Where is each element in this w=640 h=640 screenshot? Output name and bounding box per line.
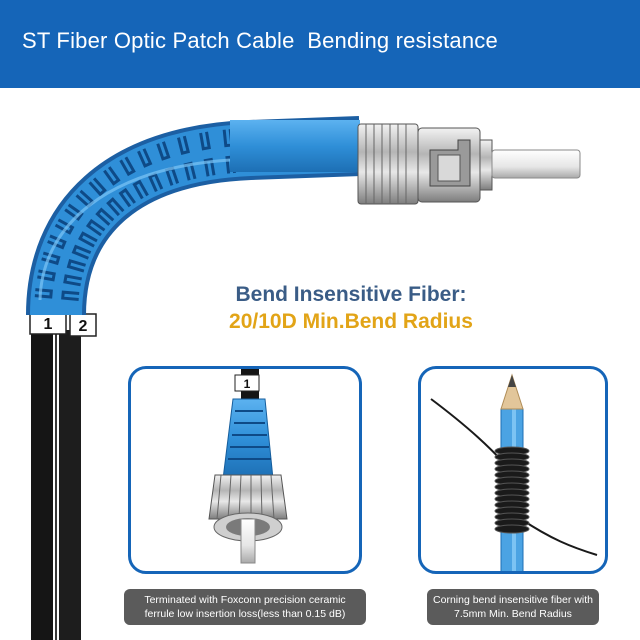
boot-rib xyxy=(71,244,92,260)
cable-label-1-text: 1 xyxy=(44,316,53,333)
connector-detail-card: 1 xyxy=(128,366,362,574)
boot-rib xyxy=(119,156,136,177)
boot-rib xyxy=(177,135,191,155)
cable-label-2-text: 2 xyxy=(79,318,88,335)
boot-rib xyxy=(199,131,211,151)
boot-rib xyxy=(118,187,136,208)
headline-title: Bend Insensitive Fiber: xyxy=(235,283,467,306)
boot-rib xyxy=(78,231,98,248)
fiber-coil-loop xyxy=(494,524,530,534)
boot-rib xyxy=(66,258,86,273)
boot-rib xyxy=(37,269,56,282)
headline-subtitle: 20/10D Min.Bend Radius xyxy=(229,310,473,333)
boot-rib xyxy=(147,172,164,193)
title-banner: ST Fiber Optic Patch Cable Bending resis… xyxy=(0,0,640,88)
boot-rib xyxy=(103,166,121,186)
boot-rib xyxy=(95,207,115,226)
headline: Bend Insensitive Fiber: 20/10D Min.Bend … xyxy=(186,282,516,336)
closeup-cable-label: 1 xyxy=(244,377,251,391)
boot-rib xyxy=(137,148,153,168)
boot-rib xyxy=(54,218,75,235)
boot-rib xyxy=(88,177,107,197)
pencil-wrapped-fiber-icon xyxy=(430,373,598,571)
banner-title: ST Fiber Optic Patch Cable Bending resis… xyxy=(22,28,498,53)
st-connector-closeup-icon: 1 xyxy=(208,369,288,564)
boot-rib xyxy=(61,290,80,301)
bend-radius-card xyxy=(418,366,608,574)
st-connector-bent-cable-icon: 1 2 xyxy=(26,116,581,640)
boot-rib xyxy=(156,141,171,161)
boot-rib xyxy=(63,274,82,287)
boot-rib xyxy=(85,218,106,237)
boot-rib xyxy=(203,157,216,177)
boot-rib xyxy=(34,288,53,299)
boot-rib xyxy=(106,197,125,217)
fiber-caption: Corning bend insensitive fiber with 7.5m… xyxy=(427,589,599,625)
boot-rib xyxy=(64,203,84,221)
boot-rib xyxy=(132,179,149,200)
connector-caption: Terminated with Foxconn precision cerami… xyxy=(124,589,366,625)
